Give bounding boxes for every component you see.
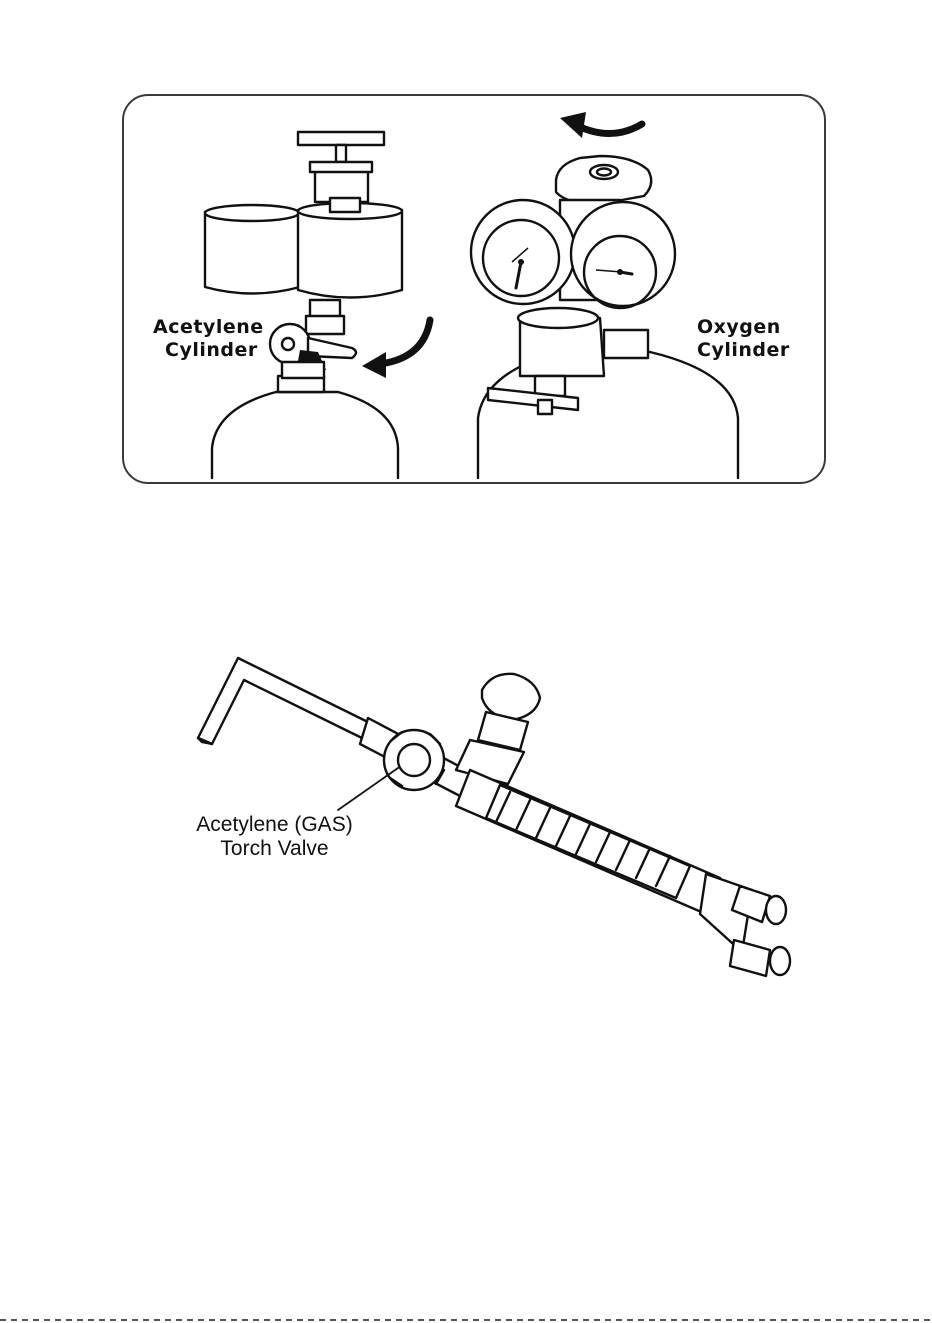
torch-acetylene-connector	[770, 947, 790, 975]
acetylene-gauge-right	[298, 210, 402, 298]
oxygen-cylinder-regulator	[471, 112, 738, 478]
oxygen-gauge-right	[571, 202, 675, 306]
torch-valve-label: Acetylene (GAS) Torch Valve	[182, 813, 367, 861]
acetylene-cylinder-label: Acetylene Cylinder	[153, 316, 264, 362]
oxygen-cylinder-body	[478, 352, 738, 478]
oxygen-cylinder-label: Oxygen Cylinder	[697, 316, 790, 362]
acetylene-cylinder-regulator	[205, 132, 430, 478]
acetylene-gauge-left	[205, 212, 300, 294]
acetylene-cylinder-body	[212, 392, 398, 478]
page-bottom-edge	[0, 1319, 932, 1321]
torch-oxygen-connector	[766, 896, 786, 924]
torch-tip-tube	[198, 658, 372, 744]
torch-valve-leader-line	[338, 768, 398, 810]
